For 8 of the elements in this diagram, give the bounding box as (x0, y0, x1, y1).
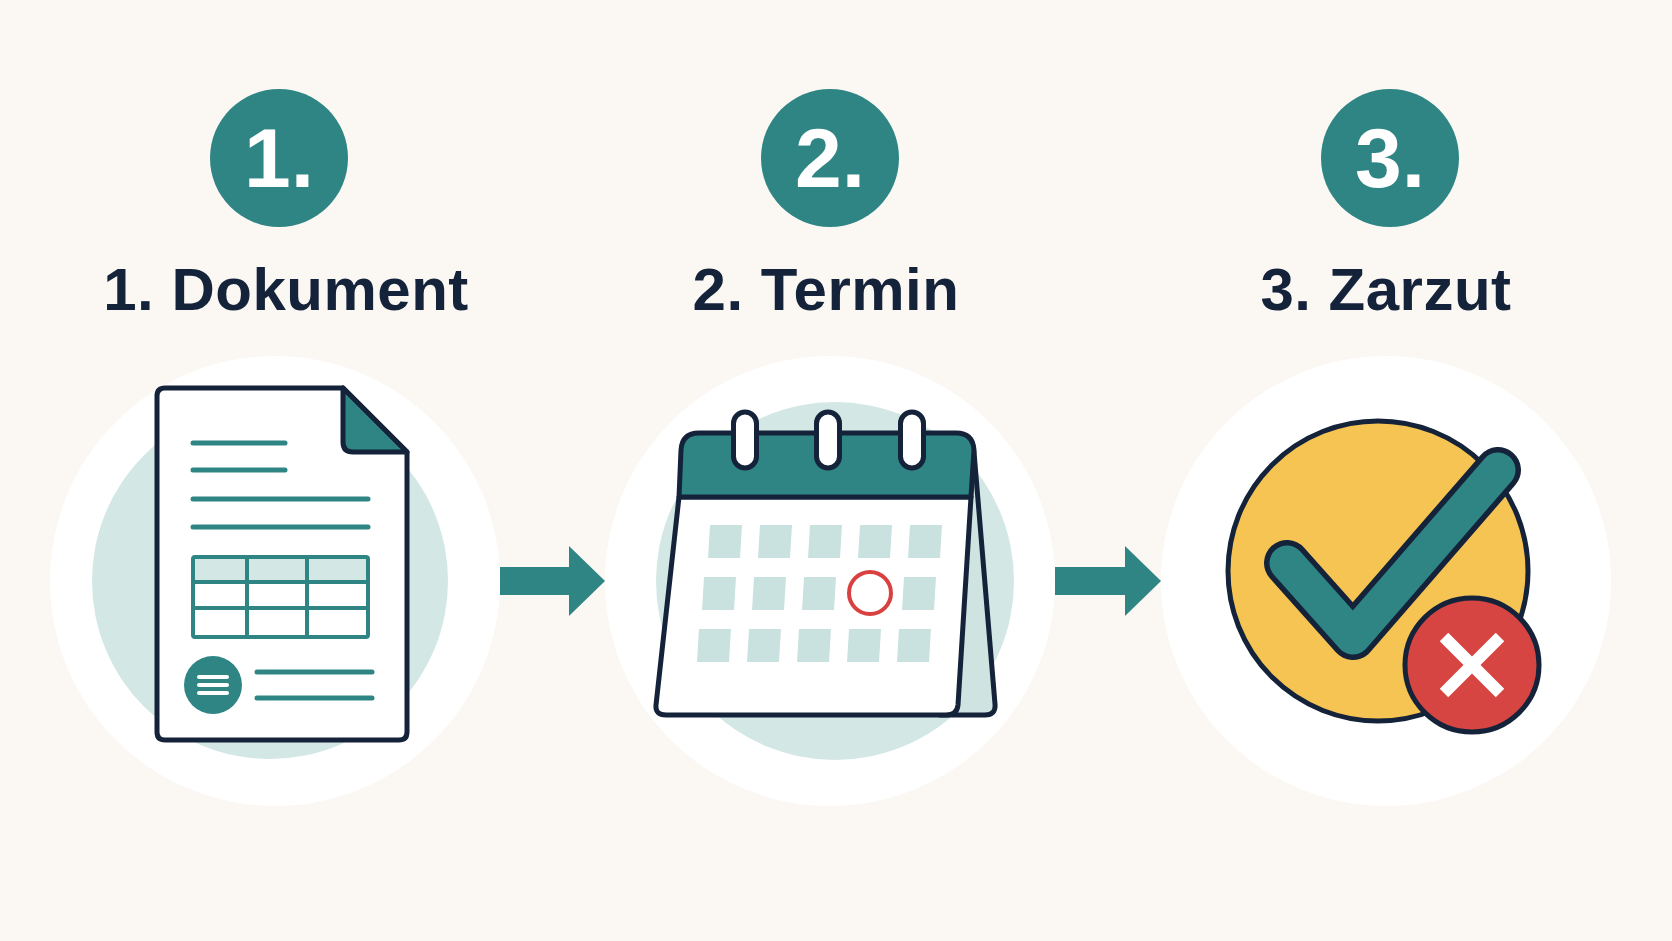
step-number-circle: 1. (210, 89, 348, 227)
step-heading: 2. Termin (692, 257, 960, 323)
step-heading: 3. Zarzut (1260, 257, 1512, 323)
step-number-circle: 3. (1321, 89, 1459, 227)
step-heading: 1. Dokument (103, 257, 469, 323)
arrow (1055, 546, 1161, 616)
step-number-circle: 2. (761, 89, 899, 227)
arrow (500, 546, 605, 616)
